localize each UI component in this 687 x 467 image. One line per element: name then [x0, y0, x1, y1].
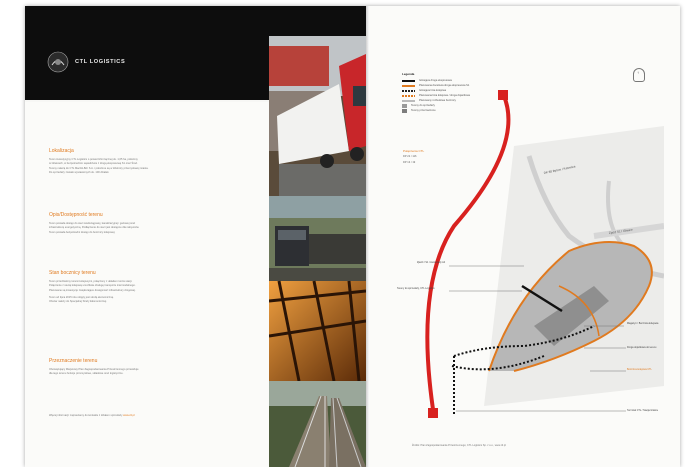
legend-label: Tereny do sprzedaży: [411, 104, 435, 107]
section-title: Opis/Dostępność terenu: [49, 212, 103, 218]
road-marker-icon: [428, 408, 438, 418]
left-page: Lokalizacja Teren inwestycyjny CTL Logis…: [25, 102, 269, 467]
callout-label: Bocznica kolejowa CTL: [627, 368, 652, 371]
north-arrow-icon: ↑: [633, 68, 645, 82]
terminal-photo: [269, 280, 366, 382]
legend-item: Tereny do sprzedaży: [402, 103, 542, 108]
planned-road: [558, 285, 600, 337]
site-plot: [534, 286, 609, 346]
body-line: Teren posiada bezpośredni dostęp do bocz…: [49, 230, 116, 234]
connections-line: DP 22 / 116: [403, 155, 417, 158]
brochure-spread: CTL LOGISTICS: [25, 6, 680, 467]
road-grey: [593, 223, 664, 239]
site-map: DK 88 Bytom / Katowice Zjazd S1 / Gliwic…: [425, 90, 664, 418]
legend-swatch: [402, 94, 415, 97]
body-line: Obszar należy do Specjalnej Strefy Ekono…: [49, 300, 107, 304]
callout-label: Droga dojazdowa do terenu: [627, 346, 657, 349]
body-line: dla tego terenu funkcje przemysłowe, skł…: [49, 372, 124, 376]
section-title: Stan bocznicy terenu: [49, 270, 96, 276]
legend-swatch: [402, 84, 415, 87]
road-label-top: DK 88 Bytom / Katowice: [543, 164, 576, 175]
body-line: Do sprzedaży zostało wystawionych ok. 10…: [49, 170, 110, 174]
brand-name: CTL LOGISTICS: [75, 59, 126, 65]
section-body: Teren przedzielony torami kolejowymi, po…: [49, 280, 259, 304]
body-line: Planowane są inwestycje zwiększające dos…: [49, 288, 136, 292]
legend-swatch: [402, 99, 415, 102]
body-line: Tereny należą do CTL Maczki-Bór S.A. i p…: [49, 166, 149, 170]
legend-swatch: [402, 89, 415, 92]
callout-label: Zjazd z S1 / Autostrady A4: [417, 261, 446, 264]
body-line: w Gliwicach, w bezpośrednim sąsiedztwie …: [49, 162, 138, 166]
brand-logo: CTL LOGISTICS: [46, 50, 125, 74]
photo-strip: [269, 36, 366, 467]
section-lokalizacja: Lokalizacja Teren inwestycyjny CTL Logis…: [49, 148, 259, 175]
callout-label: Tereny do sprzedaży, CTL Logistics: [397, 287, 435, 290]
body-line: Połączenie z siecią kolejową umożliwia o…: [49, 284, 136, 288]
legend-label: Istniejąca droga ekspresowa: [419, 79, 452, 82]
truck-photo: [269, 36, 366, 196]
section-body: Teren posiada dostęp do sieci wodociągow…: [49, 222, 259, 235]
section-body: Obowiązujący Miejscowy Plan Zagospodarow…: [49, 368, 259, 377]
map-footer: Źródło: Plan Zagospodarowania Przestrzen…: [412, 444, 506, 447]
legend-item: Istniejąca droga ekspresowa: [402, 78, 542, 83]
body-line: Teren inwestycyjny CTL Logistics o powie…: [49, 158, 138, 161]
legend-swatch: [402, 79, 415, 82]
legend-swatch: [402, 108, 407, 113]
contact-link[interactable]: www.ctl.pl: [123, 414, 135, 417]
legend-item: Tereny przeznaczone: [402, 108, 542, 113]
body-line: Teren od lipca 2015 roku objęty jest str…: [49, 295, 114, 299]
contact-line: Więcej informacji: zapraszamy do kontakt…: [49, 414, 259, 418]
logo-circle-icon: [47, 51, 69, 73]
legend-label: Istniejąca linia kolejowa: [419, 89, 447, 92]
existing-road: [521, 284, 563, 313]
legend-label: Planowana linia kolejowa / droga dojazdo…: [419, 94, 470, 97]
section-title: Przeznaczenie terenu: [49, 358, 98, 364]
section-title: Lokalizacja: [49, 148, 74, 154]
legend-item: Istniejąca linia kolejowa: [402, 88, 542, 93]
connections-title: Połączenia CTL: [403, 149, 425, 153]
body-line: Teren posiada dostęp do sieci wodociągow…: [49, 222, 136, 225]
callout-label: Terminal CTL / Stacja Gliwice: [627, 409, 659, 412]
body-line: Obowiązujący Miejscowy Plan Zagospodarow…: [49, 368, 139, 371]
rail-line: [451, 355, 545, 371]
section-body: Teren inwestycyjny CTL Logistics o powie…: [49, 158, 259, 175]
legend-swatch: [402, 103, 407, 108]
legend-title: Legenda: [402, 72, 415, 76]
legend-item: Planowany rozbudowa bocznicy: [402, 98, 542, 103]
legend-label: Planowana docelowa droga ekspresowa S1: [419, 84, 470, 87]
express-road: [425, 95, 511, 417]
page-gutter: [366, 6, 369, 467]
legend-label: Tereny przeznaczone: [411, 109, 436, 112]
connections-line: DP 13 / 19: [403, 161, 416, 164]
callout-leaders: [449, 265, 626, 412]
legend-label: Planowany rozbudowa bocznicy: [419, 99, 456, 102]
road-marker-icon: [498, 90, 508, 100]
section-opis: Opis/Dostępność terenu Teren posiada dos…: [49, 212, 259, 235]
contact-text: Więcej informacji: zapraszamy do kontakt…: [49, 414, 123, 417]
body-line: infrastrukturę energetyczną. Podłączenie…: [49, 226, 140, 230]
map-legend: Legenda Istniejąca droga ekspresowa Plan…: [402, 72, 542, 113]
right-page: Legenda Istniejąca droga ekspresowa Plan…: [369, 6, 680, 467]
section-przeznaczenie: Przeznaczenie terenu Obowiązujący Miejsc…: [49, 358, 259, 377]
rails-photo: [269, 381, 366, 467]
callout-label: Magazyn / Bocznica kolejowa: [627, 322, 659, 325]
legend-item: Planowana linia kolejowa / droga dojazdo…: [402, 93, 542, 98]
road-label-right: Zjazd S1 / Gliwice: [609, 228, 634, 235]
section-bocznica: Stan bocznicy terenu Teren przedzielony …: [49, 270, 259, 304]
train-photo: [269, 196, 366, 281]
legend-item: Planowana docelowa droga ekspresowa S1: [402, 83, 542, 88]
planned-road: [488, 241, 653, 372]
body-line: Teren przedzielony torami kolejowymi, po…: [49, 280, 133, 283]
